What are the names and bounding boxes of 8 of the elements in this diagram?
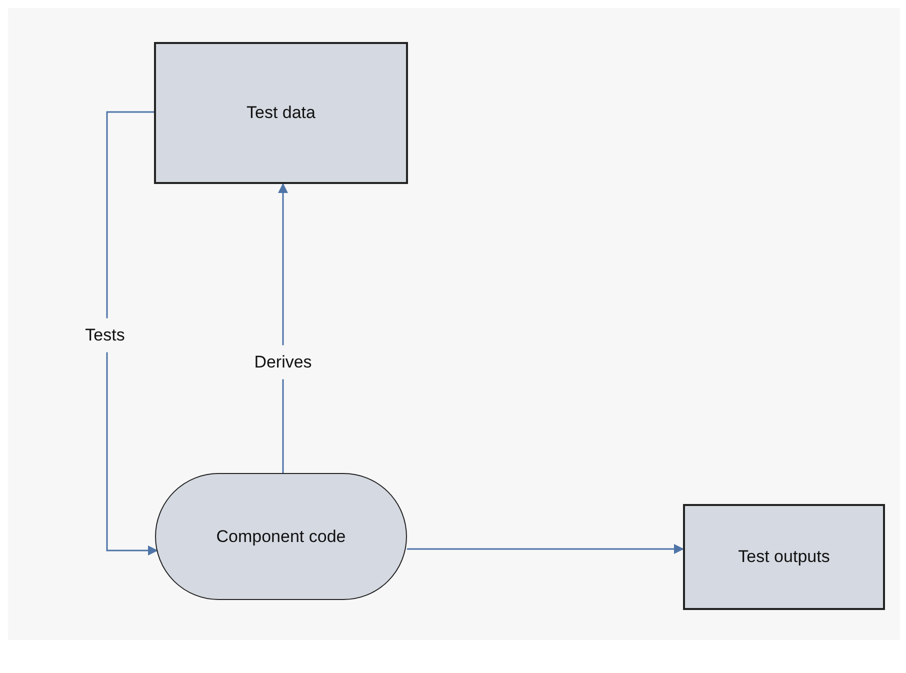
arrow [407,544,684,554]
process-box [154,42,408,184]
node-label: Component code [215,526,347,548]
arrow [106,111,158,556]
process-box [683,504,885,610]
node-label: Test outputs [737,546,831,568]
node-label: Test data [246,102,316,124]
arrow [278,183,288,473]
